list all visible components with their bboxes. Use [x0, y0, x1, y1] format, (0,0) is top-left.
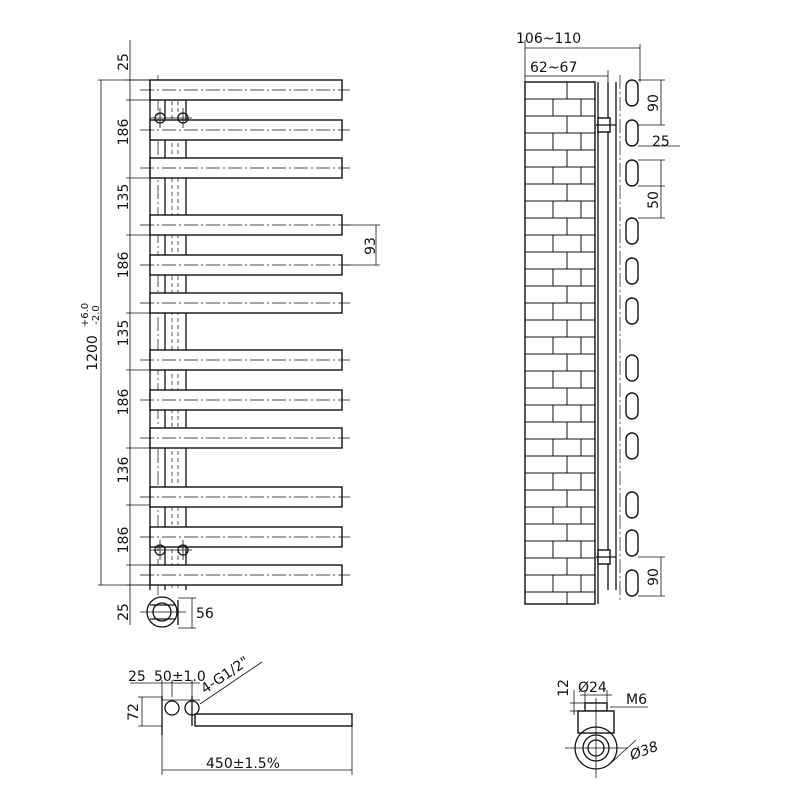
- dim-50: 50: [646, 191, 662, 209]
- dim-25-top: 25: [116, 53, 132, 71]
- svg-text:+6.0: +6.0: [80, 303, 91, 327]
- wall: [524, 81, 596, 605]
- side-view: 106~110 62~67 90 25 50 90: [516, 31, 680, 605]
- svg-text:1200: 1200: [85, 335, 101, 371]
- thread-label: 4-G1/2": [198, 654, 252, 698]
- bracket-detail: 12 Ø24 M6 Ø38: [556, 679, 661, 778]
- dim-dia-38: Ø38: [627, 739, 661, 764]
- dim-25-bottom-view: 25: [128, 669, 146, 685]
- dim-90-top: 90: [646, 94, 662, 112]
- dim-25-bottom: 25: [116, 603, 132, 621]
- dim-72: 72: [126, 703, 142, 721]
- dim-186-a: 186: [116, 119, 132, 146]
- dim-450: 450±1.5%: [206, 756, 280, 772]
- dim-135-a: 135: [116, 184, 132, 211]
- dim-62-67: 62~67: [530, 60, 577, 76]
- tube-sections: [625, 79, 639, 597]
- wall-bracket-top: [596, 117, 616, 133]
- bolt-m6: M6: [626, 692, 647, 708]
- bottom-view: 25 50±1.0 4-G1/2" 72 450±1.5%: [126, 654, 353, 775]
- front-view: 25 186 135 186 135 186 136 186 25 1200 +…: [80, 40, 380, 629]
- overall-height-label: 1200 +6.0 -2.0: [80, 303, 102, 371]
- dim-106-110: 106~110: [516, 31, 581, 47]
- dim-50-tol: 50±1.0: [154, 669, 206, 685]
- brick-pattern: [525, 81, 595, 604]
- dim-90-bottom: 90: [646, 568, 662, 586]
- valve-symbol: [140, 596, 186, 628]
- dimension-ticks: [126, 79, 150, 586]
- dim-56: 56: [196, 606, 214, 622]
- radiator-collector: [149, 75, 187, 595]
- mounting-points: [150, 108, 192, 560]
- radiator-bars: [149, 79, 343, 586]
- dim-93: 93: [363, 237, 379, 255]
- dim-136: 136: [116, 457, 132, 484]
- dim-186-d: 186: [116, 527, 132, 554]
- dim-dia-24: Ø24: [578, 680, 607, 696]
- dim-186-c: 186: [116, 389, 132, 416]
- svg-text:-2.0: -2.0: [91, 305, 102, 325]
- dim-135-b: 135: [116, 320, 132, 347]
- bar-centerlines: [140, 89, 350, 576]
- dim-186-b: 186: [116, 252, 132, 279]
- dim-25-gap: 25: [652, 134, 670, 150]
- wall-bracket-bottom: [596, 549, 616, 565]
- dim-12: 12: [556, 679, 572, 697]
